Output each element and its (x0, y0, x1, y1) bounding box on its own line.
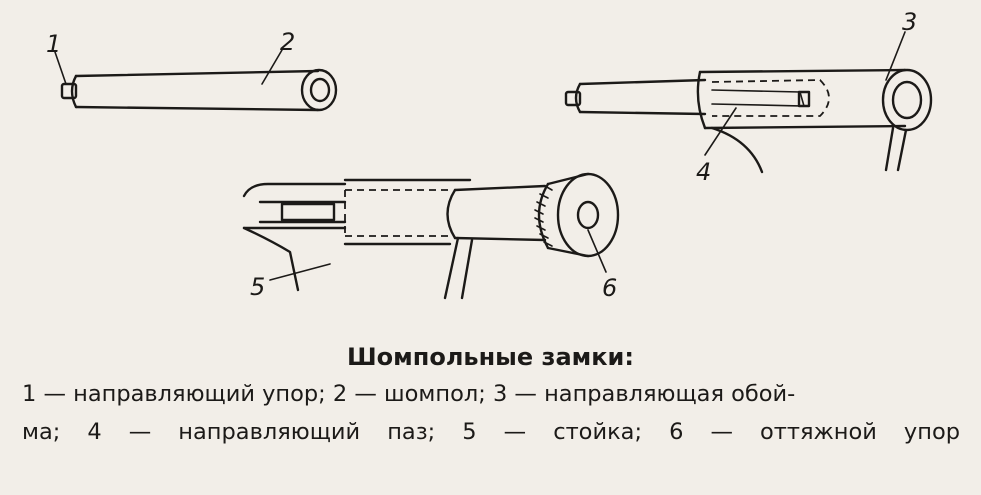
stand-top (242, 182, 347, 198)
ramrod-end-inner (309, 77, 331, 103)
slot-arm (710, 126, 764, 174)
stand-leg (443, 236, 474, 300)
ramrod-rounded-end (70, 74, 78, 109)
stand-bottom (242, 226, 300, 292)
stand-drawing (242, 172, 620, 300)
ramrod-end-outer (300, 68, 338, 112)
leader-line-4 (704, 107, 737, 156)
ramrod-top-edge (74, 69, 320, 78)
hidden-ramrod-outline (711, 79, 830, 117)
stand-hidden-ramrod (344, 189, 450, 237)
label-4: 4 (696, 158, 711, 186)
knob-hole (576, 200, 600, 230)
stand-guide-block (280, 202, 336, 222)
ring-inner (891, 80, 923, 120)
clip-bottom-edge (703, 124, 907, 130)
leader-line-1 (54, 51, 67, 85)
label-5: 5 (250, 273, 265, 301)
rod-bottom-edge (578, 110, 707, 116)
clip-top-edge (698, 68, 907, 74)
ramrod-bottom-edge (74, 105, 320, 112)
diagram-figure: 1 2 3 4 5 6 (46, 8, 933, 302)
sleeve-end (446, 188, 457, 240)
ring-stem-b (896, 128, 908, 172)
rod-bottom (453, 236, 547, 242)
leader-line-2 (261, 49, 283, 85)
rod-top-edge (578, 78, 707, 86)
guide-stop (60, 82, 78, 100)
ring-stem-a (884, 126, 895, 172)
label-3: 3 (902, 8, 917, 36)
clip-left-end (696, 70, 707, 130)
caption-title: Шомпольные замки: (347, 343, 634, 371)
groove-outline (711, 89, 806, 107)
leader-line-6 (587, 229, 607, 273)
knob-knurl (534, 185, 553, 247)
leader-line-3 (885, 31, 906, 81)
label-2: 2 (280, 28, 295, 56)
label-1: 1 (46, 30, 61, 58)
rod-left-end (574, 82, 582, 114)
guide-clip-drawing (564, 31, 933, 174)
leader-line-5 (269, 263, 331, 281)
ramrod-drawing (54, 49, 338, 112)
knob-face (556, 172, 620, 258)
label-6: 6 (602, 274, 617, 302)
groove-stop (797, 90, 811, 108)
ring-outer (881, 68, 933, 132)
rod-top (453, 184, 547, 192)
caption-line-2: ма; 4 — направляющий паз; 5 — стойка; 6 … (22, 419, 960, 445)
caption-line-1: 1 — направляющий упор; 2 — шомпол; 3 — н… (22, 381, 796, 407)
guide-stop-right (564, 90, 582, 107)
